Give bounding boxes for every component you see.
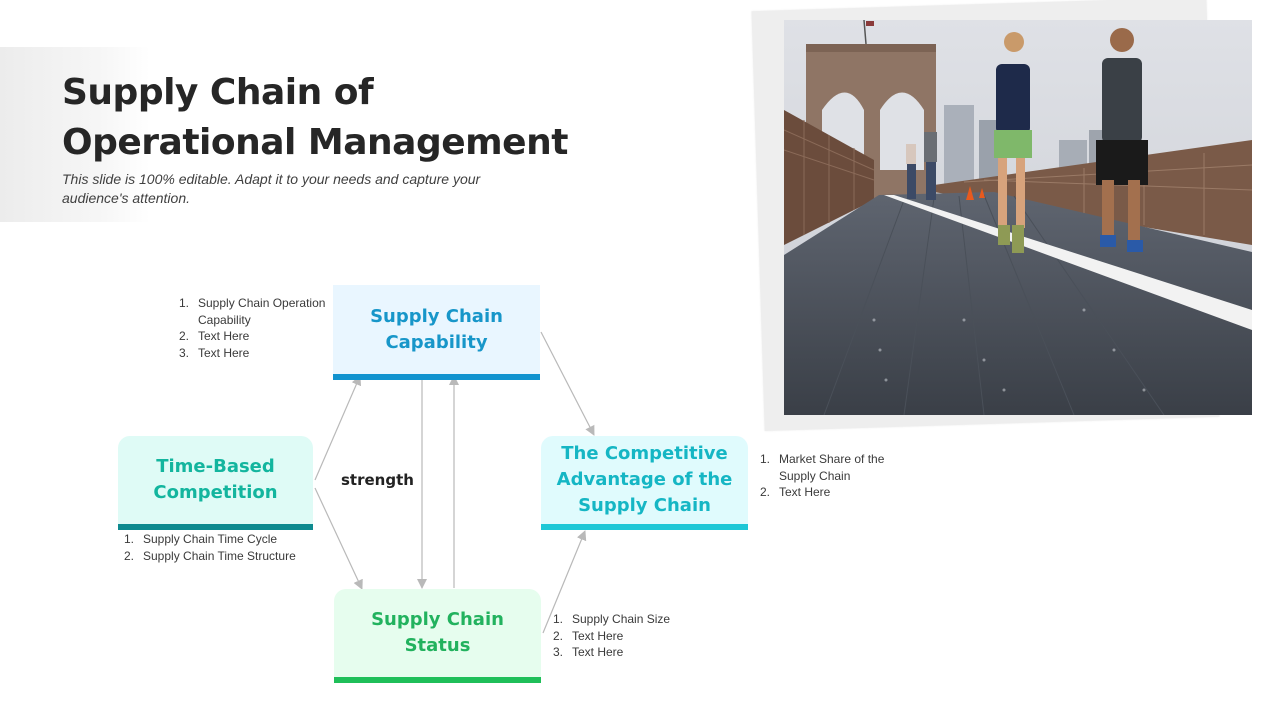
- page-title: Supply Chain of Operational Management: [62, 68, 568, 168]
- arrow-time-to-capability: [314, 375, 362, 481]
- list-item: 2.Text Here: [553, 628, 624, 643]
- supply-chain-capability-label: Supply Chain Capability: [370, 305, 503, 353]
- page-title-line-1: Supply Chain of: [62, 72, 374, 113]
- time-based-competition-box: Time-Based Competition: [118, 436, 313, 530]
- list-item: 1.Supply Chain Operation Capability: [179, 296, 326, 327]
- list-item: 1.Supply Chain Size: [553, 612, 671, 626]
- list-item: 1.Supply Chain Time Cycle: [124, 532, 278, 546]
- status-list: 1.Supply Chain Size 2.Text Here 3.Text H…: [553, 611, 703, 661]
- time-based-list: 1.Supply Chain Time Cycle 2.Supply Chain…: [124, 531, 324, 564]
- arrow-capability-to-competitive: [540, 331, 595, 436]
- joggers-on-bridge-photo: [784, 20, 1252, 415]
- strength-label: strength: [341, 471, 414, 489]
- list-item: 2.Supply Chain Time Structure: [124, 548, 296, 563]
- supply-chain-status-box: Supply Chain Status: [334, 589, 541, 683]
- list-item: 2.Text Here: [179, 329, 250, 343]
- list-item: 3.Text Here: [179, 345, 250, 360]
- supply-chain-status-label: Supply Chain Status: [371, 609, 504, 656]
- page-title-line-2: Operational Management: [62, 122, 568, 163]
- title-accent-band: [0, 47, 150, 222]
- page-subtitle: This slide is 100% editable. Adapt it to…: [62, 171, 481, 206]
- competitive-advantage-box: The Competitive Advantage of the Supply …: [541, 436, 748, 530]
- capability-list: 1.Supply Chain Operation Capability 2.Te…: [179, 295, 329, 361]
- time-based-competition-label: Time-Based Competition: [153, 456, 278, 503]
- competitive-advantage-list: 1.Market Share of the Supply Chain 2.Tex…: [760, 451, 910, 501]
- competitive-advantage-label: The Competitive Advantage of the Supply …: [556, 443, 733, 516]
- list-item: 3.Text Here: [553, 645, 624, 659]
- list-item: 1.Market Share of the Supply Chain: [760, 452, 885, 483]
- supply-chain-capability-box: Supply Chain Capability: [333, 285, 540, 380]
- list-item: 2.Text Here: [760, 485, 831, 499]
